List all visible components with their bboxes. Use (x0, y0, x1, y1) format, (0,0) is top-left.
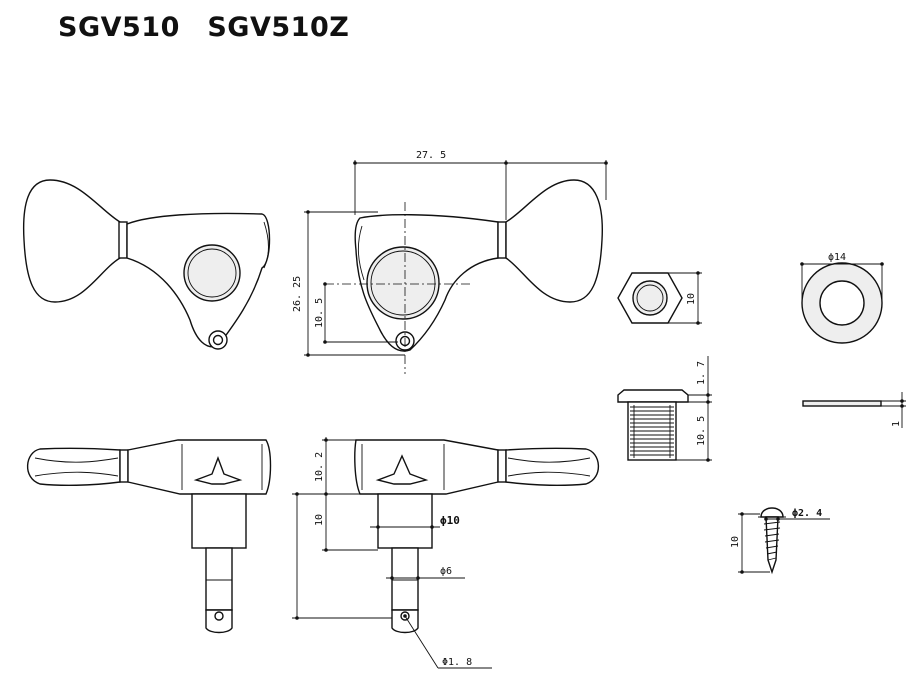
tuner-side-view-left (26, 439, 272, 634)
dim-screw-length-label: 10 (730, 536, 741, 548)
dim-post-diameter-label: ϕ10 (440, 514, 460, 527)
dim-hole-diameter: Φ1. 8 (403, 614, 492, 669)
dim-post-upper-label: 10. 2 (314, 452, 325, 482)
dim-shaft-diameter: ϕ6 (386, 566, 465, 580)
washer-side: 1 (802, 392, 906, 428)
dim-height-total-label: 26. 25 (292, 276, 303, 312)
dim-screw-diameter-label: ϕ2. 4 (792, 508, 822, 519)
dim-post-diameter: ϕ10 (370, 514, 460, 529)
dim-width-total: 27. 5 (353, 150, 608, 220)
bushing-side: 1. 7 10. 5 (617, 356, 712, 462)
dim-overall-height (292, 492, 392, 620)
dim-height-center: 10. 5 (314, 282, 398, 344)
dim-post-lengths: 10. 2 10 (314, 437, 378, 552)
dim-width-total-label: 27. 5 (416, 150, 446, 161)
tuner-front-view-left (22, 179, 271, 350)
tuner-side-view-right (354, 439, 600, 634)
dim-nut-across-label: 10 (686, 293, 697, 305)
dim-height-center-label: 10. 5 (314, 298, 325, 328)
dim-washer-diameter-label: ϕ14 (828, 252, 846, 263)
dim-washer-thickness-label: 1 (891, 421, 902, 427)
dim-bushing-length-label: 10. 5 (696, 416, 707, 446)
wood-screw: 10 ϕ2. 4 (730, 507, 830, 575)
dim-post-lower-label: 10 (314, 514, 325, 526)
tuner-front-view-right (325, 179, 603, 374)
dim-bushing-flange-label: 1. 7 (696, 361, 707, 385)
model-title: SGV510 SGV510Z (58, 12, 350, 43)
dim-shaft-diameter-label: ϕ6 (440, 566, 452, 577)
dim-height-total: 26. 25 (292, 210, 405, 357)
dim-hole-diameter-label: Φ1. 8 (442, 657, 472, 668)
hex-nut: 10 (617, 271, 702, 325)
washer-front: ϕ14 (800, 252, 884, 344)
